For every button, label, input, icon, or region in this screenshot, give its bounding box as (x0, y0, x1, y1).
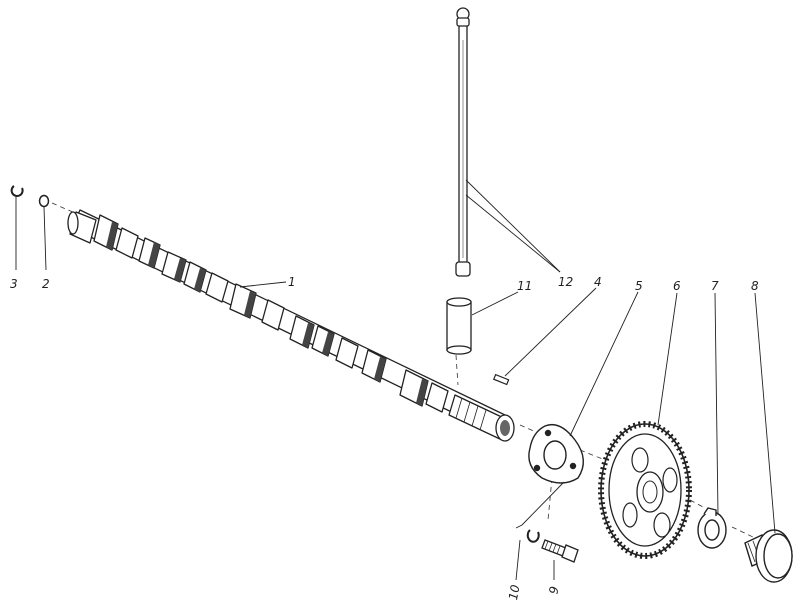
tappet-part-11 (446, 297, 472, 355)
camshaft-part-1 (67, 209, 515, 442)
camshaft-gear-part-6 (598, 421, 692, 559)
retaining-bolt-part-8 (744, 529, 793, 583)
label-11: 11 (517, 279, 532, 293)
label-7: 7 (711, 279, 719, 293)
leader-lines (15, 179, 776, 581)
washer-part-2 (38, 194, 50, 208)
label-4: 4 (594, 275, 602, 289)
label-1: 1 (288, 275, 296, 289)
label-12: 12 (558, 275, 573, 289)
push-rod-part-12 (455, 7, 471, 277)
circlip-part-3 (10, 185, 24, 198)
screw-part-9 (541, 539, 579, 563)
part-labels: 3 2 1 11 12 4 5 6 7 8 10 9 (10, 275, 759, 601)
thrust-plate-part-5 (528, 423, 584, 484)
label-6: 6 (673, 279, 681, 293)
label-9: 9 (546, 585, 561, 595)
key-part-4 (492, 373, 510, 386)
label-5: 5 (635, 279, 643, 293)
label-8: 8 (751, 279, 759, 293)
label-2: 2 (42, 277, 50, 291)
lock-washer-part-10 (526, 529, 540, 543)
label-3: 3 (10, 277, 18, 291)
label-10: 10 (506, 583, 523, 601)
tab-washer-part-7 (697, 507, 727, 549)
